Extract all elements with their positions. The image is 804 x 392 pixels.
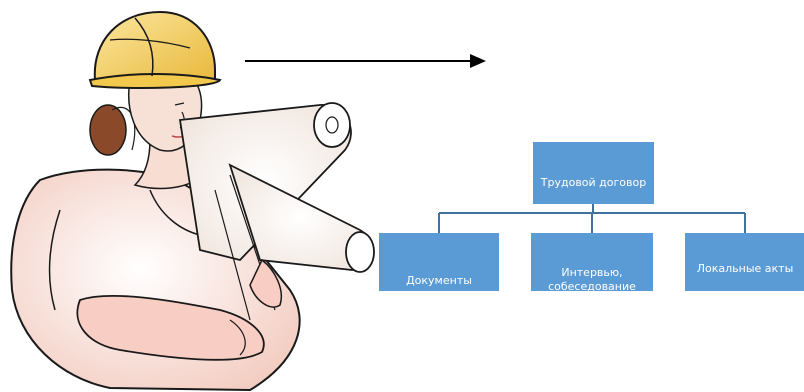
- hand-shape: [76, 295, 265, 361]
- org-box-child-3-label: Локальные акты: [696, 262, 794, 275]
- org-box-child-2-label: Интервью, собеседование: [548, 266, 636, 291]
- org-box-child-2: Интервью, собеседование: [531, 233, 653, 291]
- org-box-child-1: Документы: [379, 233, 499, 291]
- blueprint-rolls-icon: [178, 102, 375, 321]
- org-box-child-3: Локальные акты: [685, 233, 804, 291]
- hair-bun-shape: [89, 104, 127, 156]
- engineer-illustration: [10, 10, 375, 392]
- org-box-child-1-label: Документы: [406, 274, 472, 287]
- org-box-top-label: Трудовой договор: [540, 176, 647, 189]
- hard-hat-icon: [88, 10, 222, 89]
- org-box-top: Трудовой договор: [533, 142, 654, 204]
